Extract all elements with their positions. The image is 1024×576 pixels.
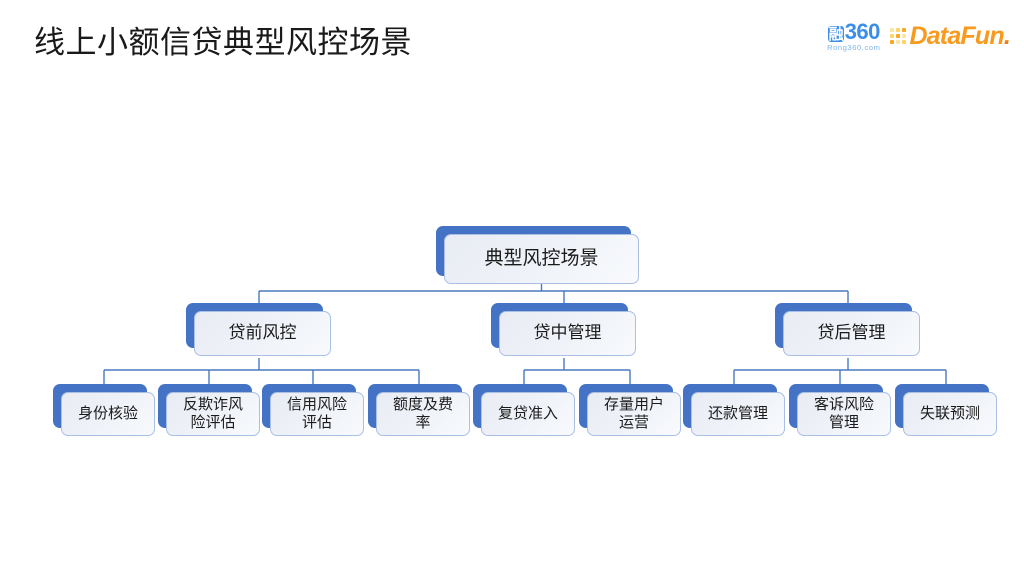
node-label: 反欺诈风 险评估 bbox=[182, 396, 243, 431]
datafun-period: . bbox=[1003, 21, 1011, 50]
rong360-number: 360 bbox=[844, 19, 881, 44]
node-root[interactable]: 典型风控场景 bbox=[436, 226, 639, 284]
node-pre-loan[interactable]: 贷前风控 bbox=[186, 303, 331, 356]
node-complaint-risk-management[interactable]: 客诉风险 管理 bbox=[789, 384, 891, 436]
node-body: 典型风控场景 bbox=[444, 234, 639, 284]
node-body: 存量用户 运营 bbox=[587, 392, 681, 436]
node-during-loan[interactable]: 贷中管理 bbox=[491, 303, 636, 356]
rong360-badge-glyph: 融 bbox=[827, 26, 844, 43]
node-label: 身份核验 bbox=[77, 405, 138, 423]
node-body: 还款管理 bbox=[691, 392, 785, 436]
node-label: 存量用户 运营 bbox=[603, 396, 664, 431]
node-body: 客诉风险 管理 bbox=[797, 392, 891, 436]
node-repeat-loan-admission[interactable]: 复贷准入 bbox=[473, 384, 575, 436]
node-label: 信用风险 评估 bbox=[286, 396, 347, 431]
node-identity-verification[interactable]: 身份核验 bbox=[53, 384, 155, 436]
datafun-wordmark: DataFun. bbox=[909, 22, 1010, 51]
datafun-text: DataFun bbox=[909, 21, 1004, 50]
node-label: 贷后管理 bbox=[817, 323, 886, 343]
node-body: 额度及费 率 bbox=[376, 392, 470, 436]
node-post-loan[interactable]: 贷后管理 bbox=[775, 303, 920, 356]
node-body: 复贷准入 bbox=[481, 392, 575, 436]
node-label: 失联预测 bbox=[919, 405, 980, 423]
node-label: 额度及费 率 bbox=[392, 396, 453, 431]
node-label: 还款管理 bbox=[707, 405, 768, 423]
node-label: 典型风控场景 bbox=[484, 247, 599, 269]
datafun-logo: DataFun. bbox=[890, 22, 1011, 51]
node-repayment-management[interactable]: 还款管理 bbox=[683, 384, 785, 436]
node-credit-risk-assessment[interactable]: 信用风险 评估 bbox=[262, 384, 364, 436]
node-body: 身份核验 bbox=[61, 392, 155, 436]
rong360-subtitle: Rong360.com bbox=[827, 43, 881, 52]
node-label: 复贷准入 bbox=[497, 405, 558, 423]
node-body: 信用风险 评估 bbox=[270, 392, 364, 436]
node-existing-user-operations[interactable]: 存量用户 运营 bbox=[579, 384, 681, 436]
node-body: 贷后管理 bbox=[783, 311, 920, 356]
node-lost-contact-prediction[interactable]: 失联预测 bbox=[895, 384, 997, 436]
node-body: 贷中管理 bbox=[499, 311, 636, 356]
node-label: 贷前风控 bbox=[228, 323, 297, 343]
node-credit-limit-and-rate[interactable]: 额度及费 率 bbox=[368, 384, 470, 436]
node-label: 客诉风险 管理 bbox=[813, 396, 874, 431]
node-body: 反欺诈风 险评估 bbox=[166, 392, 260, 436]
node-body: 贷前风控 bbox=[194, 311, 331, 356]
page-title: 线上小额信贷典型风控场景 bbox=[34, 25, 412, 60]
datafun-dots-icon bbox=[890, 28, 907, 45]
node-label: 贷中管理 bbox=[533, 323, 602, 343]
node-body: 失联预测 bbox=[903, 392, 997, 436]
node-antifraud-risk-assessment[interactable]: 反欺诈风 险评估 bbox=[158, 384, 260, 436]
